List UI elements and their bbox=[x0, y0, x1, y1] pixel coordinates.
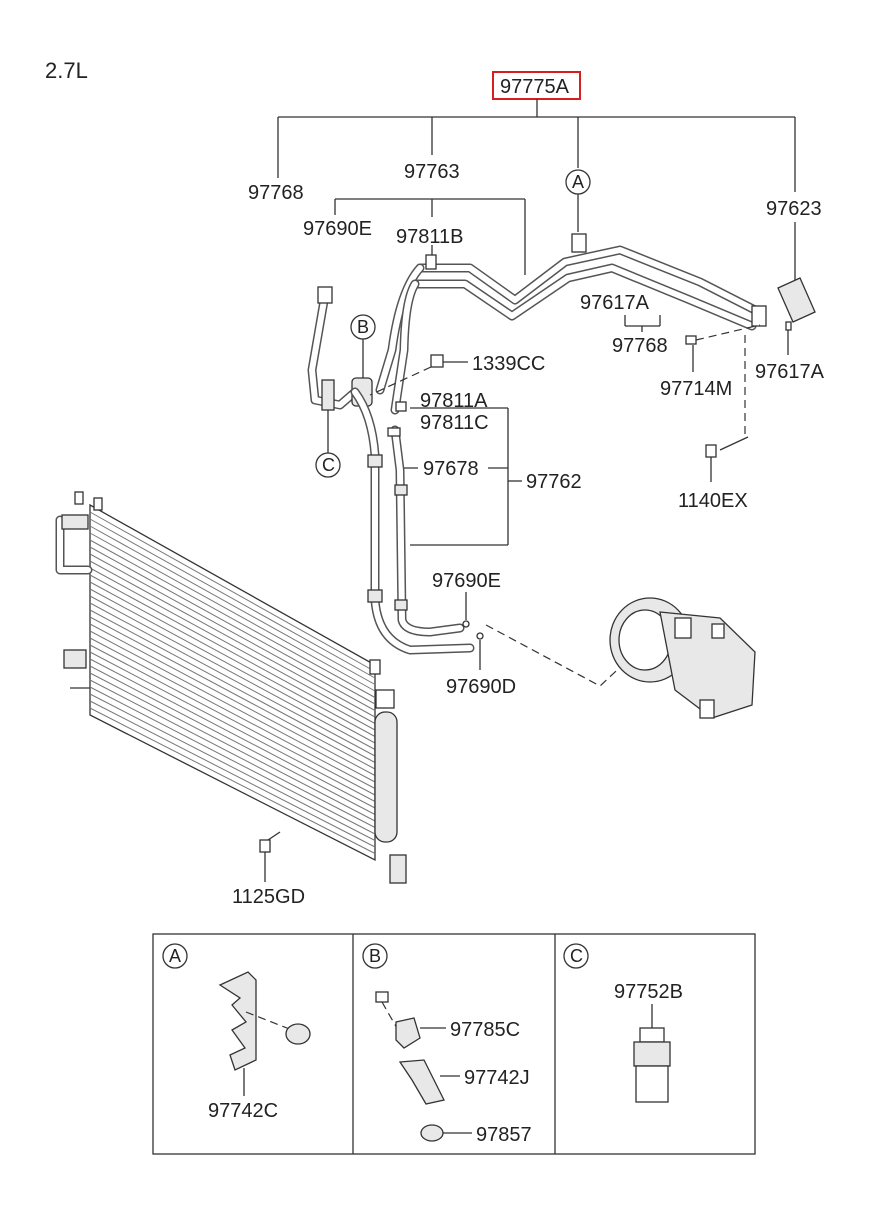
svg-text:A: A bbox=[572, 172, 584, 192]
label-97690e-top[interactable]: 97690E bbox=[303, 218, 372, 240]
condenser-fin bbox=[89, 602, 376, 757]
label-97785c[interactable]: 97785C bbox=[450, 1019, 520, 1041]
bolt-1125gd[interactable] bbox=[259, 831, 281, 882]
pressure-switch-drawing bbox=[633, 1027, 671, 1103]
compressor[interactable] bbox=[609, 597, 756, 719]
condenser-fin bbox=[89, 672, 376, 822]
svg-text:A: A bbox=[169, 946, 181, 966]
label-97617a-mid[interactable]: 97617A bbox=[580, 292, 650, 314]
left-pipe-with-switch bbox=[307, 286, 360, 411]
condenser-fin bbox=[89, 651, 376, 802]
condenser-fin bbox=[89, 700, 376, 848]
condenser-fin bbox=[89, 595, 376, 750]
label-97752b[interactable]: 97752B bbox=[614, 981, 683, 1003]
svg-text:B: B bbox=[357, 317, 369, 337]
condenser-fin bbox=[89, 588, 376, 744]
detail-panel-a: A 97742C bbox=[162, 943, 311, 1122]
callout-b-top[interactable]: B bbox=[350, 314, 376, 378]
condenser-fin bbox=[89, 546, 376, 705]
label-1140ex[interactable]: 1140EX bbox=[678, 490, 748, 512]
svg-text:B: B bbox=[369, 946, 381, 966]
oring-97811a[interactable] bbox=[395, 401, 407, 412]
condenser-fin bbox=[89, 665, 376, 815]
label-97811a[interactable]: 97811A bbox=[420, 390, 488, 412]
condenser-fin bbox=[89, 630, 376, 783]
label-97811c[interactable]: 97811C bbox=[420, 412, 489, 434]
assembly-part-number[interactable]: 97775A bbox=[500, 76, 570, 98]
upper-pipe-assembly bbox=[375, 233, 760, 415]
label-97678[interactable]: 97678 bbox=[423, 458, 479, 480]
condenser-fin bbox=[89, 574, 376, 731]
label-97768-top[interactable]: 97768 bbox=[248, 182, 304, 204]
svg-text:C: C bbox=[570, 946, 583, 966]
panel-c-letter-callout[interactable]: C bbox=[563, 943, 589, 969]
condenser-fin bbox=[89, 532, 376, 692]
bracket-97763 bbox=[334, 198, 526, 275]
detail-panel-c: C 97752B bbox=[563, 943, 683, 1103]
condenser-fin bbox=[89, 686, 376, 835]
label-1339cc[interactable]: 1339CC bbox=[472, 353, 545, 375]
label-97857[interactable]: 97857 bbox=[476, 1124, 532, 1146]
label-97690d[interactable]: 97690D bbox=[446, 676, 516, 698]
condenser-fin bbox=[89, 644, 376, 796]
oring-97690d[interactable] bbox=[476, 632, 484, 640]
vertical-hoses bbox=[350, 387, 475, 655]
label-1125gd[interactable]: 1125GD bbox=[232, 886, 305, 908]
label-97742c[interactable]: 97742C bbox=[208, 1100, 278, 1122]
condenser-fin bbox=[89, 539, 376, 698]
condenser-fin bbox=[89, 567, 376, 724]
nut-1339cc[interactable] bbox=[369, 354, 468, 396]
bolt-1140ex[interactable] bbox=[705, 335, 749, 482]
condenser-fin bbox=[89, 623, 376, 776]
callout-c-top[interactable]: C bbox=[315, 410, 341, 478]
condenser[interactable] bbox=[55, 491, 407, 884]
bracket-97762 bbox=[398, 407, 522, 546]
condenser-fin bbox=[89, 553, 376, 711]
assembly-tree-lines bbox=[277, 99, 796, 192]
svg-text:C: C bbox=[322, 455, 335, 475]
label-97714m[interactable]: 97714M bbox=[660, 378, 732, 400]
label-97690e-low[interactable]: 97690E bbox=[432, 570, 501, 592]
label-97811b[interactable]: 97811B bbox=[396, 226, 463, 248]
bolt-97714m[interactable] bbox=[685, 324, 761, 372]
condenser-fin bbox=[89, 581, 376, 737]
condenser-fin bbox=[89, 637, 376, 789]
callout-a-top[interactable]: A bbox=[565, 169, 591, 232]
label-97742j[interactable]: 97742J bbox=[464, 1067, 530, 1089]
label-97617a-right[interactable]: 97617A bbox=[755, 361, 825, 383]
bracket-97617a-mid bbox=[624, 315, 661, 332]
detail-panels bbox=[152, 933, 756, 1155]
compressor-link-line bbox=[485, 624, 629, 687]
condenser-fin bbox=[89, 560, 376, 718]
condenser-fin bbox=[89, 525, 376, 685]
condenser-fin bbox=[89, 658, 376, 809]
bracket-97742c-drawing bbox=[218, 971, 257, 1071]
condenser-fin bbox=[89, 518, 376, 679]
condenser-fin bbox=[89, 511, 376, 672]
condenser-fin bbox=[89, 679, 376, 828]
label-97768-mid[interactable]: 97768 bbox=[612, 335, 668, 357]
panel-a-letter-callout[interactable]: A bbox=[162, 943, 188, 969]
condenser-fin bbox=[89, 616, 376, 770]
panel-b-letter-callout[interactable]: B bbox=[362, 943, 388, 969]
expansion-valve-97623[interactable] bbox=[751, 222, 816, 331]
oring-97690e-low[interactable] bbox=[462, 620, 470, 628]
label-97623[interactable]: 97623 bbox=[766, 198, 822, 220]
label-97762[interactable]: 97762 bbox=[526, 471, 582, 493]
condenser-fin bbox=[89, 693, 376, 841]
engine-label: 2.7L bbox=[45, 58, 88, 83]
detail-panel-b: B 97785C 97742J 97857 bbox=[362, 943, 532, 1146]
grommet-drawing bbox=[285, 1023, 311, 1045]
condenser-fin bbox=[89, 707, 376, 854]
condenser-fin bbox=[89, 609, 376, 763]
label-97763[interactable]: 97763 bbox=[404, 161, 460, 183]
